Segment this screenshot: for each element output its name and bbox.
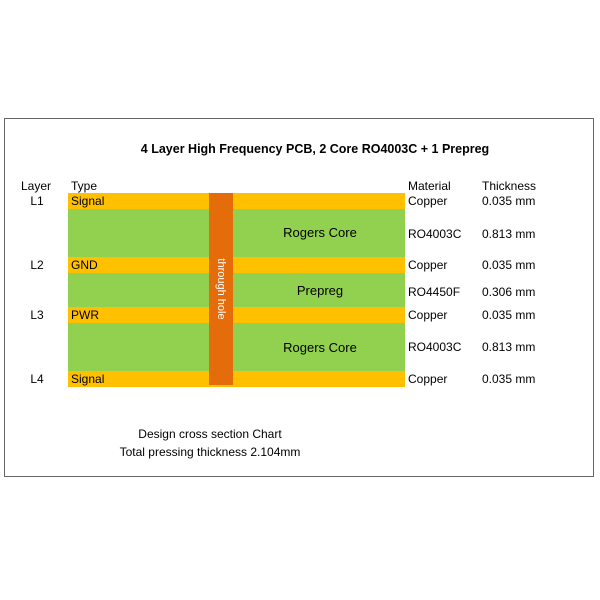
thickness-l1: 0.035 mm [482, 194, 536, 208]
material-core-2: RO4003C [408, 340, 462, 354]
copper-band-l4 [68, 371, 405, 387]
dielectric-label-2: Prepreg [296, 283, 344, 298]
copper-band-l2 [68, 257, 405, 273]
thickness-l4: 0.035 mm [482, 372, 536, 386]
layer-type-l1: Signal [71, 194, 105, 208]
through-hole-via [209, 193, 233, 385]
thickness-l3: 0.035 mm [482, 308, 536, 322]
material-core-1: RO4003C [408, 227, 462, 241]
layer-type-l2: GND [71, 258, 98, 272]
core-band-1 [68, 209, 405, 257]
thickness-l2: 0.035 mm [482, 258, 536, 272]
header-layer: Layer [21, 179, 52, 193]
material-l3: Copper [408, 308, 448, 322]
dielectric-label-3: Rogers Core [283, 340, 357, 355]
material-l1: Copper [408, 194, 448, 208]
copper-band-l1 [68, 193, 405, 209]
header-material: Material [408, 179, 451, 193]
diagram-title: 4 Layer High Frequency PCB, 2 Core RO400… [140, 142, 490, 156]
prepreg-band [68, 273, 405, 307]
thickness-prepreg: 0.306 mm [482, 285, 536, 299]
caption-line-2: Total pressing thickness 2.104mm [119, 445, 301, 459]
caption-line-1: Design cross section Chart [138, 427, 282, 441]
material-l2: Copper [408, 258, 448, 272]
layer-type-l4: Signal [71, 372, 105, 386]
dielectric-label-1: Rogers Core [283, 225, 357, 240]
material-l4: Copper [408, 372, 448, 386]
layer-type-l3: PWR [71, 308, 99, 322]
layer-id-l3: L3 [30, 308, 44, 322]
thickness-core-1: 0.813 mm [482, 227, 536, 241]
header-type: Type [71, 179, 98, 193]
via-label: through hole [215, 258, 227, 320]
layer-id-l2: L2 [30, 258, 44, 272]
header-thickness: Thickness [482, 179, 537, 193]
thickness-core-2: 0.813 mm [482, 340, 536, 354]
layer-id-l4: L4 [30, 372, 44, 386]
copper-band-l3 [68, 307, 405, 323]
layer-id-l1: L1 [30, 194, 44, 208]
material-prepreg: RO4450F [408, 285, 461, 299]
core-band-2 [68, 323, 405, 371]
